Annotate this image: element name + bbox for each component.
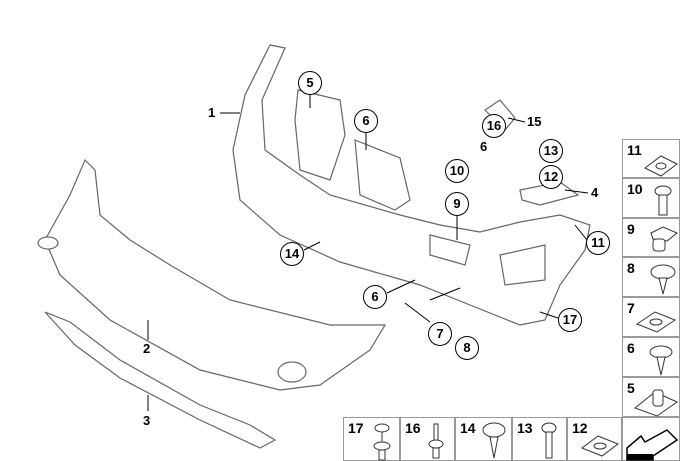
screw-icon bbox=[541, 422, 557, 459]
callout-8: 8 bbox=[455, 336, 479, 360]
clip-icon bbox=[650, 226, 678, 252]
callout-5: 5 bbox=[298, 71, 322, 95]
callout-15: 15 bbox=[527, 114, 542, 129]
callout-3: 3 bbox=[143, 413, 151, 428]
push-rivet-icon bbox=[373, 423, 391, 461]
part-cell-6: 6 bbox=[622, 337, 680, 377]
callout-14: 14 bbox=[280, 242, 304, 266]
washer-screw-icon bbox=[649, 345, 673, 376]
callout-9: 9 bbox=[445, 192, 469, 216]
part-cell-5: 5 bbox=[622, 377, 680, 417]
leader-lines bbox=[147, 95, 589, 411]
callout-10: 10 bbox=[445, 159, 469, 183]
part-cell-12: 12 bbox=[567, 417, 622, 461]
callout-16: 16 bbox=[482, 114, 506, 138]
callout-2: 2 bbox=[143, 341, 151, 356]
callout-12: 12 bbox=[539, 165, 563, 189]
callout-17: 17 bbox=[558, 308, 582, 332]
clip-nut-icon bbox=[644, 155, 678, 177]
bumper-carrier bbox=[232, 44, 591, 326]
callout-11: 11 bbox=[586, 231, 610, 255]
cage-nut-icon bbox=[633, 389, 679, 417]
callout-7: 7 bbox=[428, 322, 452, 346]
part-cell-16: 16 bbox=[400, 417, 455, 461]
part-cell-11: 11 bbox=[622, 139, 680, 178]
arrow-icon bbox=[626, 429, 679, 461]
part-cell-arrow bbox=[622, 417, 680, 461]
clip-nut-icon bbox=[580, 435, 620, 457]
callout-1: 1 bbox=[208, 105, 216, 120]
part-cell-9: 9 bbox=[622, 218, 680, 257]
callout-6-plain: 6 bbox=[480, 139, 488, 154]
callout-4: 4 bbox=[591, 185, 599, 200]
part-cell-8: 8 bbox=[622, 257, 680, 297]
hex-screw-icon bbox=[650, 264, 676, 295]
bumper-cover bbox=[44, 158, 387, 391]
lower-trim bbox=[44, 311, 277, 449]
hex-screw-icon bbox=[482, 422, 506, 459]
pin-rivet-icon bbox=[428, 423, 444, 459]
clip-nut-icon bbox=[635, 311, 677, 333]
part-cell-17: 17 bbox=[343, 417, 400, 461]
part-cell-14: 14 bbox=[455, 417, 512, 461]
part-cell-7: 7 bbox=[622, 297, 680, 337]
part-cell-10: 10 bbox=[622, 178, 680, 218]
callout-13: 13 bbox=[539, 139, 563, 163]
callout-6-lower: 6 bbox=[363, 285, 387, 309]
screw-icon bbox=[654, 185, 672, 216]
callout-6: 6 bbox=[354, 109, 378, 133]
part-cell-13: 13 bbox=[512, 417, 567, 461]
